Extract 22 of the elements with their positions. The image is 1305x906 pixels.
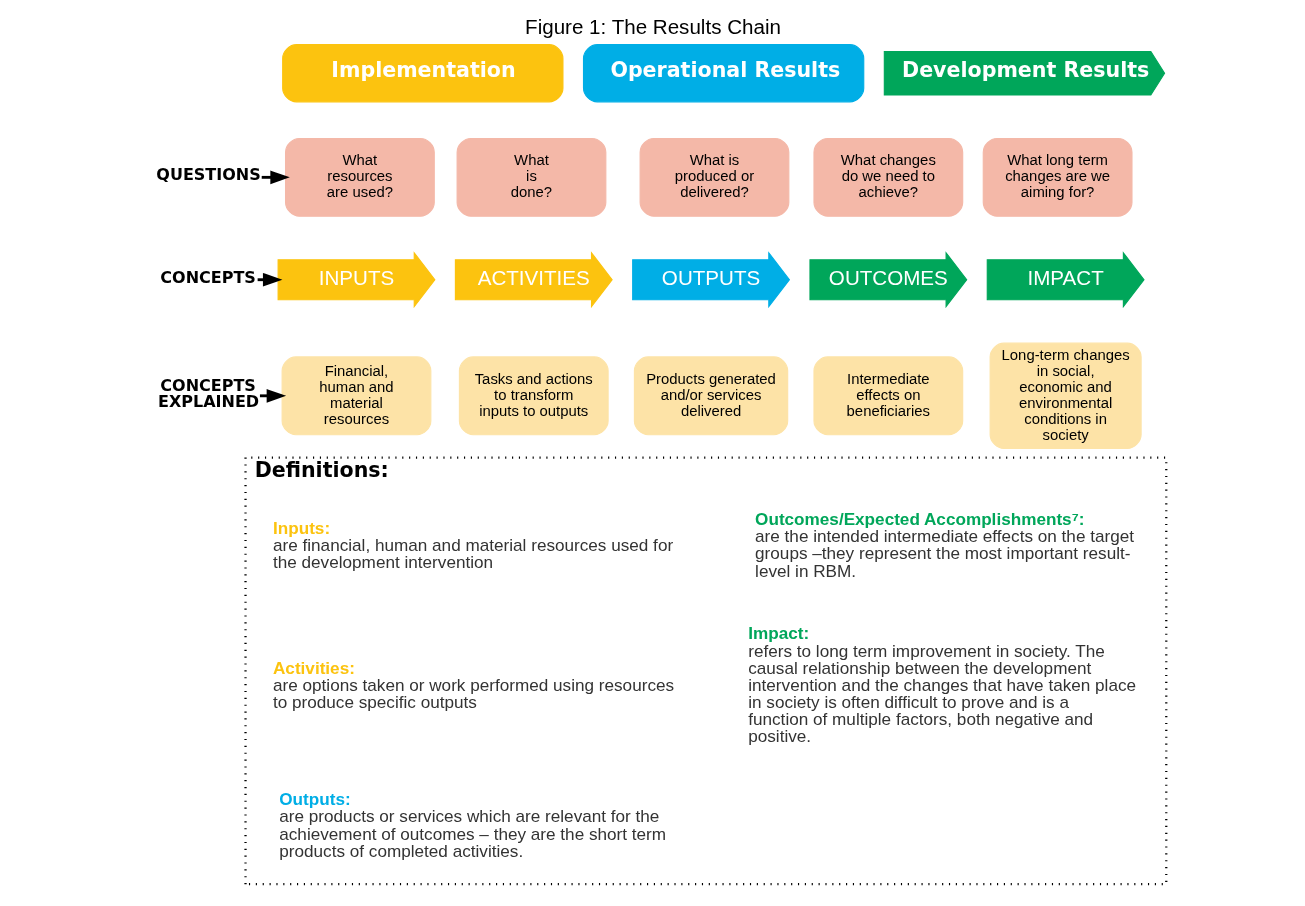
node-box: Tasks and actions to transform inputs to outputs — [458, 356, 609, 436]
node-box: Products generated and/or services delivered — [633, 356, 788, 436]
node-box: What is done? — [456, 137, 606, 217]
node-box: What resources are used? — [284, 137, 435, 217]
node-text: Inputs: are financial, human and material resources used for the development intervention — [272, 517, 673, 572]
node-box: What long term changes are we aiming for? — [982, 137, 1133, 217]
diagram-title: Figure 1: The Results Chain — [524, 14, 781, 38]
arrow — [259, 389, 286, 403]
node-box: Implementation — [281, 44, 563, 103]
node-box: Long-term changes in social, economic and environmental conditions in society — [989, 342, 1142, 449]
node-box: Operational Results — [582, 44, 864, 103]
node-text: Outputs: are products or services which are relevant for the achievement of outcomes – they are the short term products of completed activities. — [278, 789, 666, 861]
node-box: What changes do we need to achieve? — [812, 137, 963, 217]
node-box: Intermediate effects on beneficiaries — [812, 356, 963, 436]
node-text: QUESTIONS — [155, 165, 261, 185]
node-text: CONCEPTS — [159, 267, 256, 287]
node-text: CONCEPTS EXPLAINED — [157, 376, 259, 412]
node-text: Outcomes/Expected Accomplishments⁷: are the intended intermediate effects on the target groups –they represent the most important result-level in RBM. — [754, 509, 1134, 581]
node-box: Financial, human and material resources — [281, 356, 431, 436]
node-text: Activities: are options taken or work performed using resources to produce specific outputs — [272, 657, 674, 713]
node-box: What is produced or delivered? — [639, 137, 789, 217]
node-text: Impact: refers to long term improvement in society. The causal relationship between the development intervention and the changes that have taken place in society is often difficult to prove and is a function of multiple factors, both negative and positive. — [747, 623, 1136, 747]
